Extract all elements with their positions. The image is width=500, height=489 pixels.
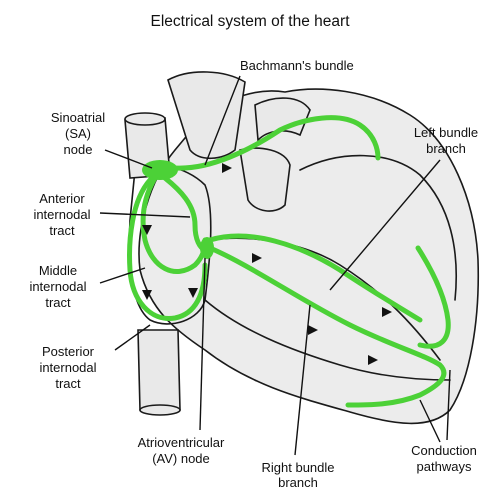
label-left-bundle-line1: Left bundle <box>414 125 478 140</box>
inferior-vena-cava-opening <box>140 405 180 415</box>
label-right-bundle-line2: branch <box>278 475 318 489</box>
label-middle-line3: tract <box>45 295 71 310</box>
label-conduction-line1: Conduction <box>411 443 477 458</box>
label-posterior-line1: Posterior <box>42 344 95 359</box>
vena-cava-opening <box>125 113 165 125</box>
label-right-bundle-line1: Right bundle <box>262 460 335 475</box>
label-av-line1: Atrioventricular <box>138 435 225 450</box>
label-middle-line1: Middle <box>39 263 77 278</box>
label-anterior-line1: Anterior <box>39 191 85 206</box>
label-sa-line2: (SA) <box>65 126 91 141</box>
label-posterior-line3: tract <box>55 376 81 391</box>
diagram-title: Electrical system of the heart <box>151 13 351 30</box>
inferior-vena-cava <box>138 330 180 410</box>
label-left-bundle-line2: branch <box>426 141 466 156</box>
label-anterior-line2: internodal <box>33 207 90 222</box>
label-posterior-line2: internodal <box>39 360 96 375</box>
label-middle-line2: internodal <box>29 279 86 294</box>
leader-middle <box>100 268 145 283</box>
label-sa-line3: node <box>64 142 93 157</box>
label-sa-line1: Sinoatrial <box>51 110 105 125</box>
label-conduction-line2: pathways <box>417 459 472 474</box>
sa-node <box>142 160 178 180</box>
label-av-line2: (AV) node <box>152 451 210 466</box>
label-bachmanns-bundle: Bachmann's bundle <box>240 58 354 73</box>
label-anterior-line3: tract <box>49 223 75 238</box>
